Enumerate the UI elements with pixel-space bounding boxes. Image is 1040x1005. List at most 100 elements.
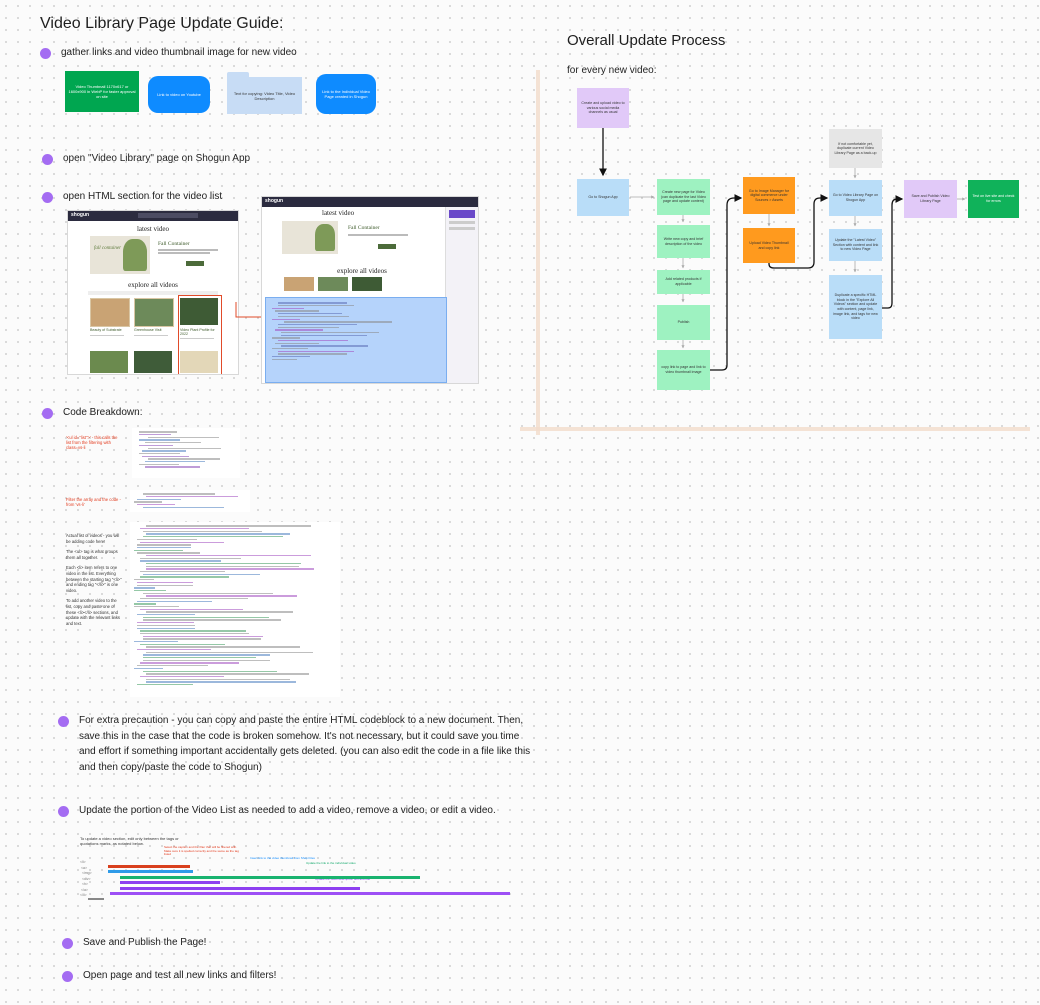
code-note-line: To add another video to the list, copy a… bbox=[66, 598, 121, 626]
code-line bbox=[143, 654, 270, 656]
step-8-text: Open page and test all new links and fil… bbox=[83, 970, 277, 981]
update-code-diagram: Select the caption and the filter that w… bbox=[80, 845, 520, 910]
code-line bbox=[146, 563, 301, 565]
code-line bbox=[146, 646, 300, 648]
node-update-latest: Update the "Latest Video" Section with c… bbox=[829, 229, 882, 261]
code-line bbox=[140, 560, 221, 562]
step-3-text: open HTML section for the video list bbox=[63, 191, 223, 202]
code-line bbox=[140, 662, 240, 664]
code-line bbox=[140, 528, 249, 530]
explore-heading: explore all videos bbox=[128, 281, 178, 289]
code-note-3: Actual list of videos - you will be addi… bbox=[66, 533, 122, 626]
process-subtitle: for every new video: bbox=[567, 65, 657, 76]
fall-container-title: Fall Container bbox=[158, 241, 190, 247]
code-line bbox=[275, 310, 320, 312]
code-line bbox=[134, 589, 167, 592]
code-line bbox=[278, 350, 355, 353]
step-7: Save and Publish the Page! bbox=[62, 937, 206, 949]
step-bullet-icon bbox=[42, 192, 53, 203]
code-line bbox=[134, 587, 156, 589]
code-line bbox=[139, 431, 178, 433]
node-duplicate-block: Duplicate a specific HTML block in the "… bbox=[829, 275, 882, 339]
code-line bbox=[272, 348, 308, 350]
node-upload-thumbnail: Upload Video Thumbnail and copy link bbox=[743, 228, 795, 263]
code-line bbox=[146, 611, 293, 613]
step-6: Update the portion of the Video List as … bbox=[58, 805, 496, 817]
code-line bbox=[140, 675, 225, 678]
code-line bbox=[137, 600, 213, 602]
code-line bbox=[278, 323, 357, 326]
code-line bbox=[134, 501, 163, 503]
code-line bbox=[137, 649, 212, 651]
node-write-copy: Write new copy and brief description of … bbox=[657, 225, 710, 258]
code-line bbox=[143, 536, 283, 538]
process-frame-edge bbox=[520, 427, 1030, 431]
code-note-line: Actual list of videos - you will be addi… bbox=[66, 533, 120, 544]
code-line bbox=[140, 632, 250, 635]
code-line bbox=[137, 538, 197, 541]
node-save-publish: Save and Publish Video Library Page bbox=[904, 180, 957, 218]
code-line bbox=[146, 673, 310, 675]
step-bullet-icon bbox=[62, 971, 73, 982]
code-line bbox=[142, 455, 189, 457]
code-line bbox=[142, 450, 186, 452]
code-line bbox=[278, 340, 348, 342]
code-snippet-2 bbox=[130, 490, 250, 512]
code-line bbox=[143, 506, 224, 509]
code-line bbox=[140, 576, 230, 578]
code-line bbox=[143, 657, 256, 659]
code-line bbox=[278, 313, 343, 315]
code-line bbox=[137, 614, 195, 616]
code-line bbox=[140, 571, 226, 573]
node-go-library: Go to Video Library Page on Shogun App bbox=[829, 180, 882, 216]
code-note-line: The <ul> tag is what groups them all tog… bbox=[66, 549, 118, 560]
gather-youtube-note: Link to video on Youtube bbox=[148, 76, 210, 113]
code-line bbox=[143, 619, 282, 621]
code-line bbox=[272, 307, 304, 310]
code-note-line: Each <li> item refers to one video in th… bbox=[66, 565, 122, 593]
code-line bbox=[140, 541, 225, 543]
update-note: To update a video section, edit only bet… bbox=[80, 836, 179, 846]
node-go-shogun: Go to Shogun App bbox=[577, 179, 629, 216]
code-line bbox=[143, 638, 261, 640]
shogun-logo: shogun bbox=[71, 212, 90, 218]
code-line bbox=[134, 606, 180, 608]
code-line bbox=[134, 579, 155, 581]
code-line bbox=[146, 568, 315, 570]
step-bullet-icon bbox=[58, 806, 69, 817]
code-line bbox=[140, 557, 242, 559]
code-line bbox=[137, 627, 196, 629]
code-line bbox=[140, 608, 243, 610]
code-line bbox=[281, 334, 367, 336]
update-annotation: Insert link to the video thumbnail from … bbox=[250, 856, 315, 860]
step-8: Open page and test all new links and fil… bbox=[62, 970, 276, 982]
code-line bbox=[137, 584, 193, 586]
update-annotation: Select the caption and the filter that w… bbox=[164, 845, 239, 857]
code-line bbox=[146, 554, 311, 557]
code-line bbox=[143, 635, 263, 637]
node-backup: If not comfortable yet, duplicate curren… bbox=[829, 129, 882, 168]
step-5-text: For extra precaution - you can copy and … bbox=[79, 715, 531, 773]
step-1-text: gather links and video thumbnail image f… bbox=[61, 47, 297, 58]
code-line bbox=[145, 466, 200, 468]
code-snippet-3 bbox=[130, 522, 340, 697]
step-7-text: Save and Publish the Page! bbox=[83, 937, 207, 948]
code-line bbox=[139, 463, 179, 465]
fall-container-script: fall container bbox=[94, 246, 122, 251]
code-line bbox=[278, 305, 355, 307]
code-line bbox=[148, 436, 220, 439]
code-line bbox=[143, 659, 270, 662]
code-line bbox=[137, 581, 194, 584]
code-line bbox=[134, 667, 163, 670]
code-line bbox=[134, 640, 179, 643]
code-line bbox=[143, 670, 278, 672]
shogun-screenshot-2: shogun latest video Fall Container explo… bbox=[261, 196, 479, 384]
code-line bbox=[281, 345, 369, 347]
thumb-card-title: Greenhouse Visit bbox=[134, 328, 162, 332]
gather-page-link-note: Link to the Individual Video Page create… bbox=[316, 74, 376, 114]
code-line bbox=[148, 447, 221, 449]
code-note-2: Filter the array and the code - from 'vs… bbox=[66, 497, 121, 507]
code-note-1: '<ul id="list">' - this calls the list f… bbox=[66, 435, 118, 450]
code-line bbox=[134, 603, 156, 605]
step-4: Code Breakdown: bbox=[42, 407, 143, 419]
